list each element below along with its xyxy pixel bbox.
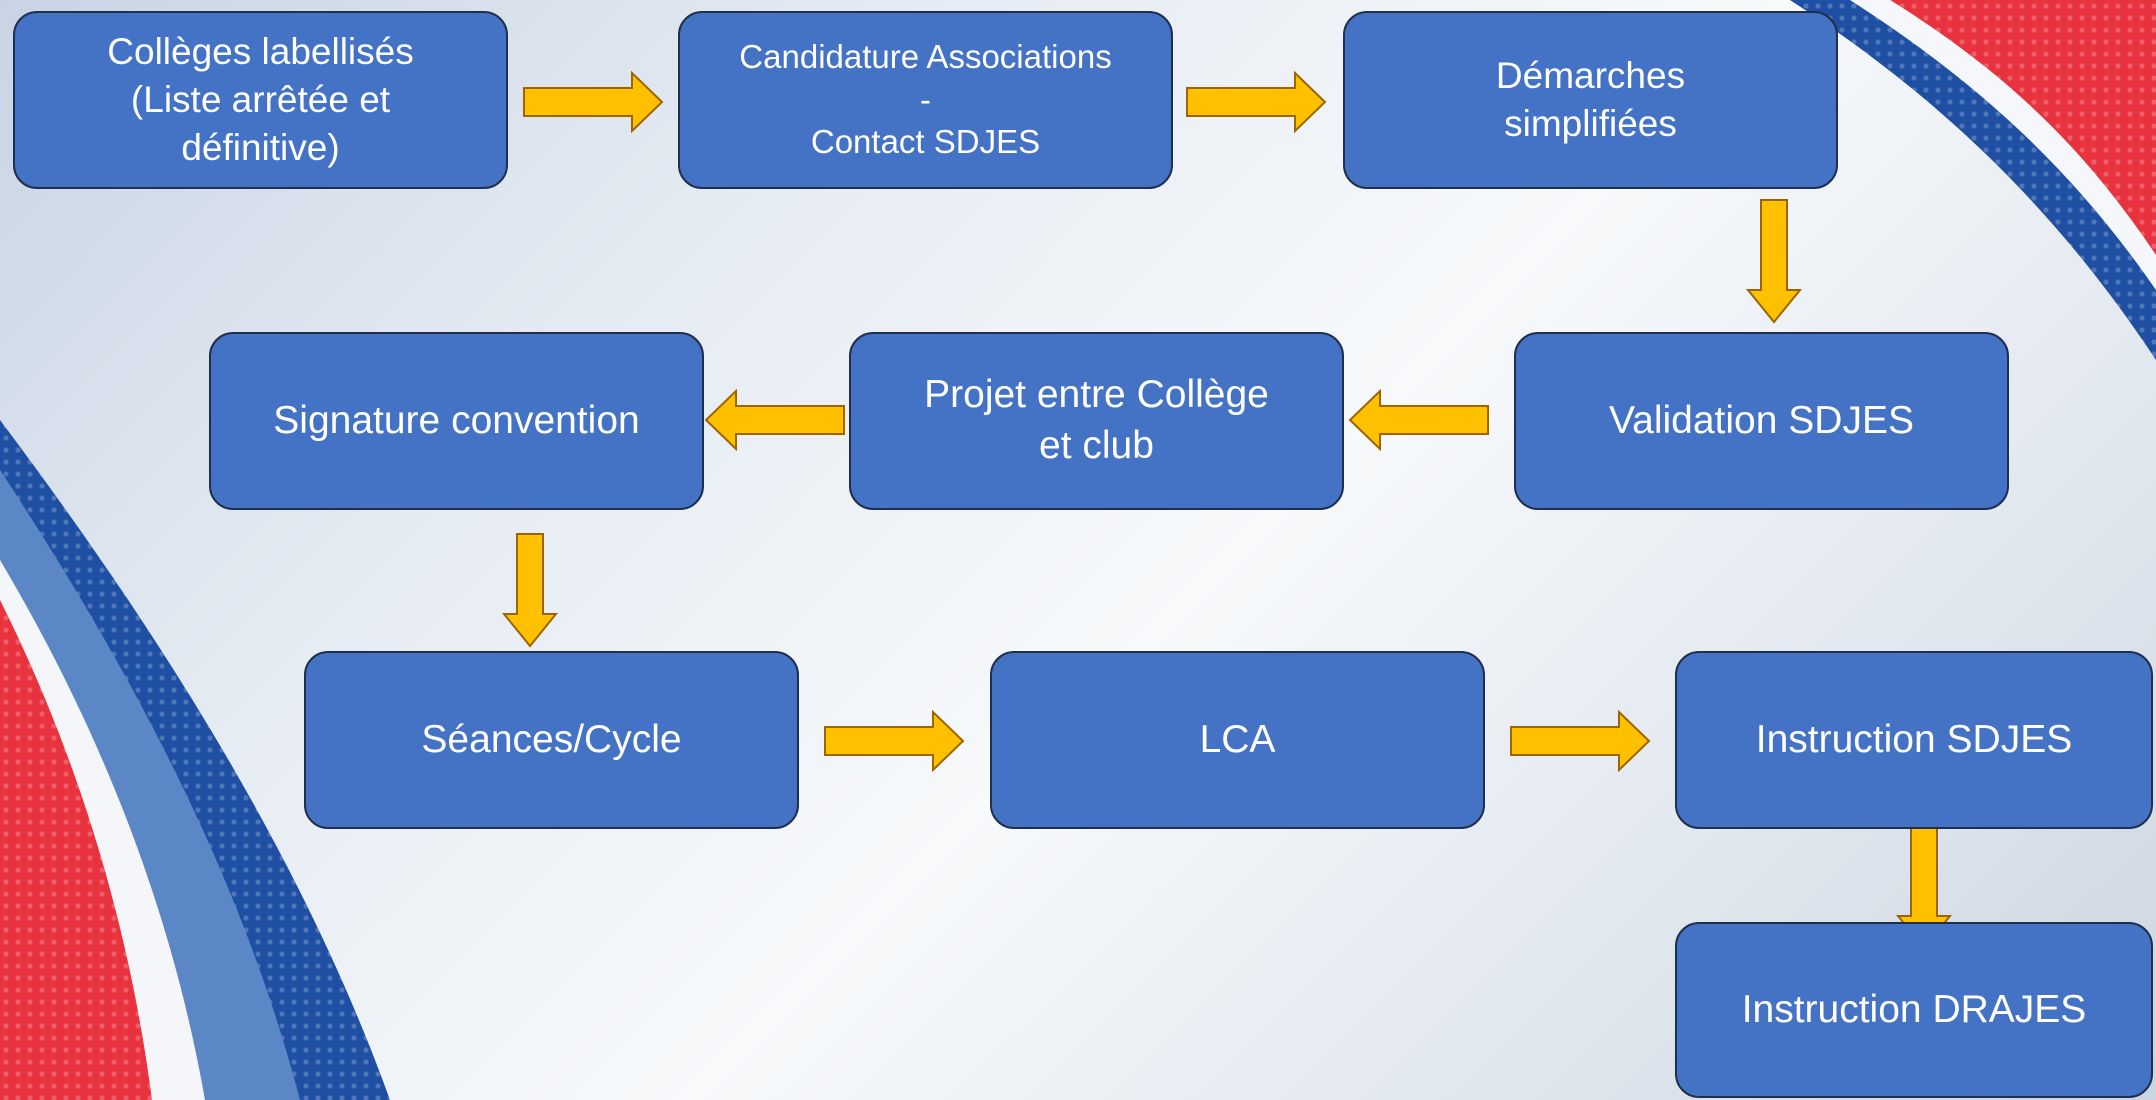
top-right-red-swoosh-dots — [1890, 0, 2156, 255]
bottom-left-red-swoosh-dots — [0, 600, 152, 1100]
step-projet-college-club: Projet entre Collège et club — [849, 332, 1344, 510]
step-lca: LCA — [990, 651, 1485, 829]
step-validation-sdjes: Validation SDJES — [1514, 332, 2009, 510]
arrow-left-icon — [704, 389, 845, 451]
step-seances-cycle: Séances/Cycle — [304, 651, 799, 829]
arrow-right-icon — [824, 710, 965, 772]
arrow-right-icon — [1186, 71, 1327, 133]
step-signature-convention: Signature convention — [209, 332, 704, 510]
arrow-right-icon — [1510, 710, 1651, 772]
step-candidature-associations: Candidature Associations - Contact SDJES — [678, 11, 1173, 189]
arrow-left-icon — [1348, 389, 1489, 451]
step-demarches-simplifiees: Démarches simplifiées — [1343, 11, 1838, 189]
step-instruction-sdjes: Instruction SDJES — [1675, 651, 2153, 829]
step-instruction-drajes: Instruction DRAJES — [1675, 922, 2153, 1098]
arrow-down-icon — [1746, 199, 1802, 324]
step-colleges-labellises: Collèges labellisés (Liste arrêtée et dé… — [13, 11, 508, 189]
arrow-down-icon — [502, 533, 558, 648]
arrow-right-icon — [523, 71, 664, 133]
